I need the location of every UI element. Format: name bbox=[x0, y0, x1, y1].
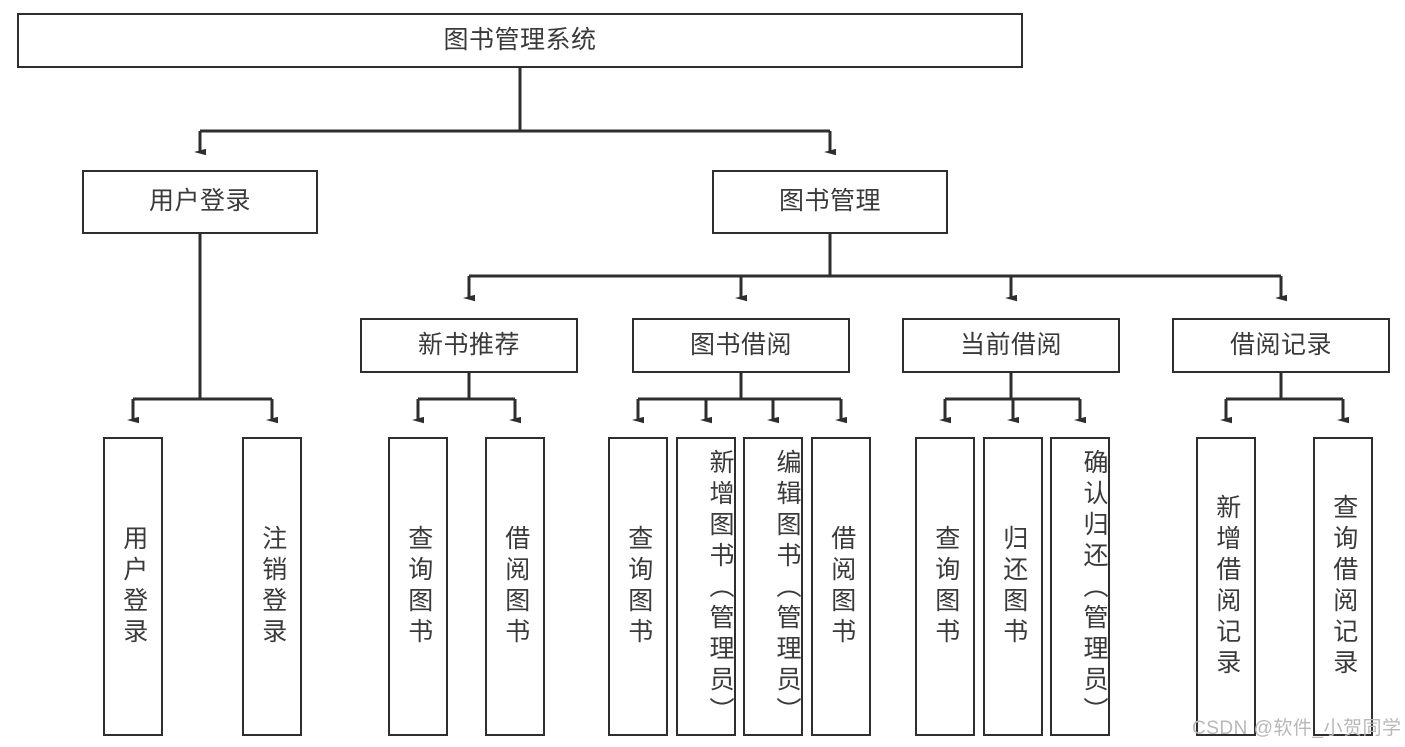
node-leaf-query-book-1[interactable]: 查询图书 bbox=[388, 437, 448, 736]
node-leaf-borrow-book-1[interactable]: 借阅图书 bbox=[485, 437, 545, 736]
node-leaf-add-record[interactable]: 新增借阅记录 bbox=[1196, 437, 1256, 736]
csdn-watermark: CSDN @软件_小贺同学 bbox=[1192, 718, 1402, 739]
node-leaf-user-login[interactable]: 用户登录 bbox=[103, 437, 163, 736]
node-current-borrow[interactable]: 当前借阅 bbox=[902, 318, 1120, 373]
node-leaf-return-book[interactable]: 归还图书 bbox=[983, 437, 1043, 736]
node-leaf-confirm-return[interactable]: 确认归还（管理员） bbox=[1050, 437, 1110, 736]
node-leaf-query-book-3[interactable]: 查询图书 bbox=[915, 437, 975, 736]
node-book-borrow[interactable]: 图书借阅 bbox=[632, 318, 850, 373]
node-book-manage[interactable]: 图书管理 bbox=[712, 170, 948, 234]
node-new-book-rec[interactable]: 新书推荐 bbox=[360, 318, 578, 373]
node-leaf-edit-book[interactable]: 编辑图书（管理员） bbox=[743, 437, 803, 736]
node-root[interactable]: 图书管理系统 bbox=[17, 13, 1023, 68]
node-leaf-borrow-book-2[interactable]: 借阅图书 bbox=[811, 437, 871, 736]
node-leaf-query-record[interactable]: 查询借阅记录 bbox=[1313, 437, 1373, 736]
node-borrow-record[interactable]: 借阅记录 bbox=[1172, 318, 1390, 373]
node-user-login[interactable]: 用户登录 bbox=[82, 170, 318, 234]
node-leaf-query-book-2[interactable]: 查询图书 bbox=[608, 437, 668, 736]
node-leaf-logout[interactable]: 注销登录 bbox=[242, 437, 302, 736]
node-leaf-add-book[interactable]: 新增图书（管理员） bbox=[676, 437, 736, 736]
